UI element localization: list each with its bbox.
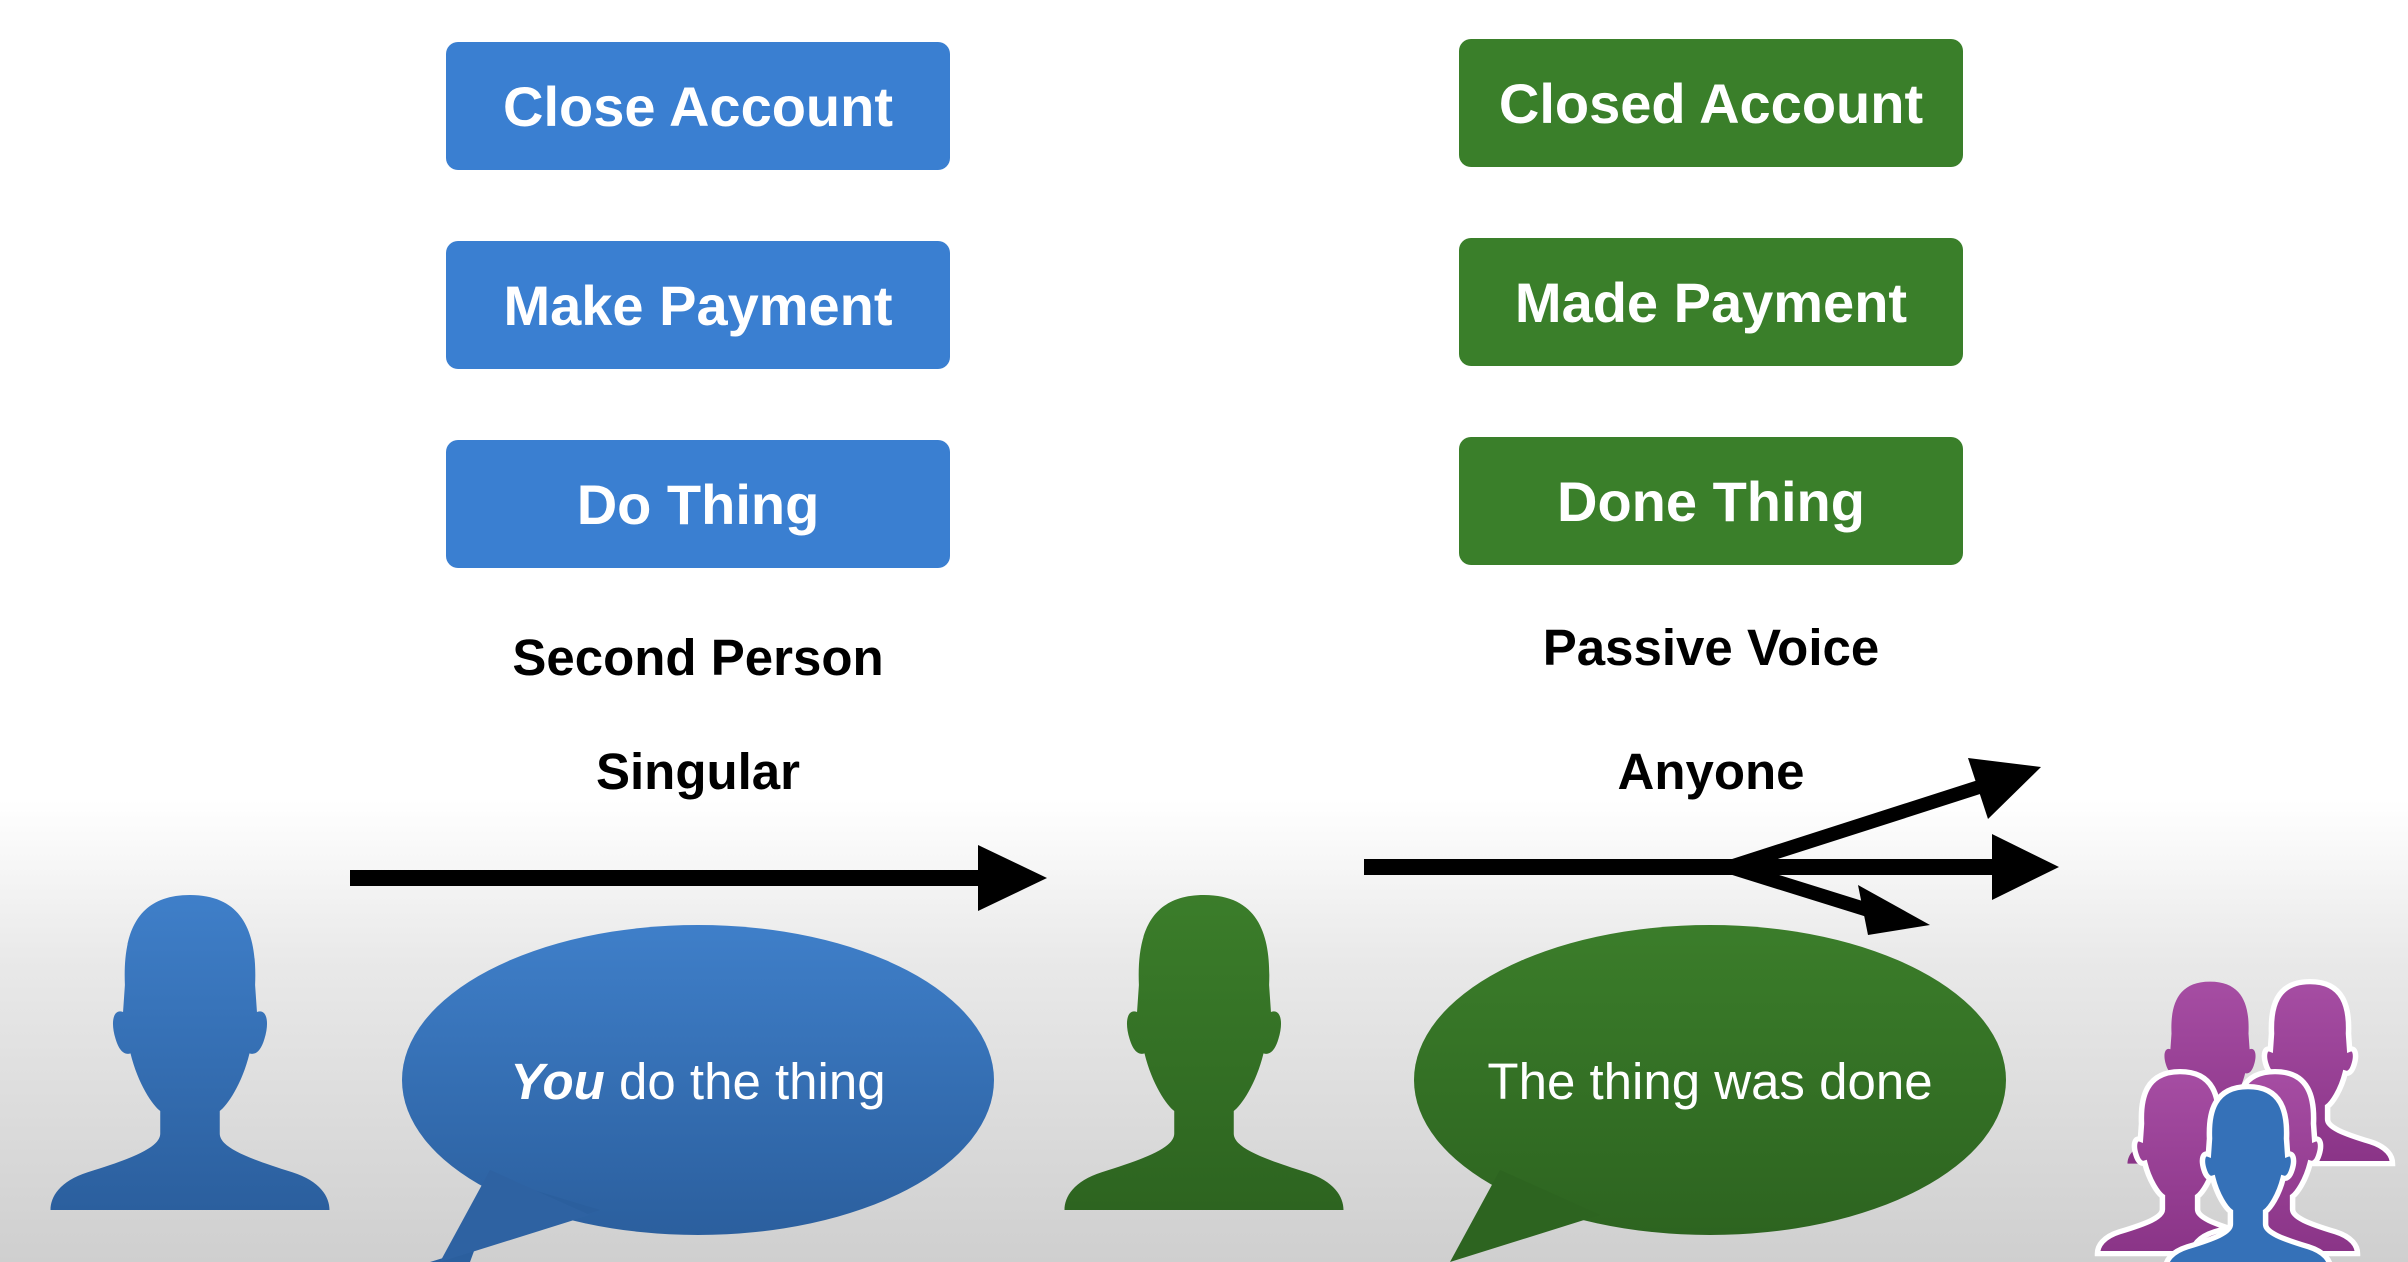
person-green-icon	[1064, 895, 1344, 1210]
speech-bubble-blue	[402, 925, 994, 1262]
made-payment-button[interactable]: Made Payment	[1459, 238, 1963, 366]
fan-arrows-icon	[1364, 758, 2059, 935]
caption-passive-voice: Passive Voice	[1542, 619, 1880, 676]
single-arrow-icon	[350, 845, 1047, 911]
bubble-emphasis: You	[510, 1053, 605, 1110]
closed-account-button[interactable]: Closed Account	[1459, 39, 1963, 167]
group-people-icon	[2098, 982, 2393, 1262]
caption-anyone: Anyone	[1617, 743, 1805, 800]
bubble-rest: do the thing	[604, 1053, 886, 1110]
caption-second-person: Second Person	[512, 629, 884, 686]
make-payment-button[interactable]: Make Payment	[446, 241, 950, 369]
close-account-button[interactable]: Close Account	[446, 42, 950, 170]
bubble-text-left: You do the thing	[402, 1052, 994, 1111]
speech-bubble-green	[1414, 925, 2006, 1262]
do-thing-button[interactable]: Do Thing	[446, 440, 950, 568]
done-thing-button[interactable]: Done Thing	[1459, 437, 1963, 565]
person-blue-icon	[50, 895, 330, 1210]
caption-singular: Singular	[595, 743, 801, 800]
bubble-text-right: The thing was done	[1487, 1053, 1933, 1110]
